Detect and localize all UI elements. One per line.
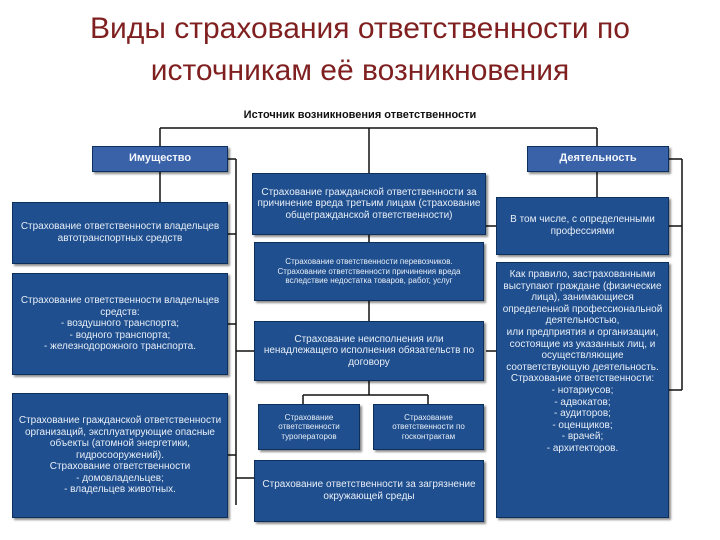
center-box-tour-operators: Страхование ответственности туроператоро… [258, 404, 360, 450]
header-activity: Деятельность [527, 146, 669, 172]
left-box-transport: Страхование ответственности владельцев с… [12, 273, 228, 375]
center-box-carriers: Страхование ответственности перевозчиков… [254, 242, 484, 301]
center-box-pollution: Страхование ответственности за загрязнен… [254, 460, 484, 522]
root-source-label: Источник возникновения ответственности [243, 109, 477, 121]
page-title: Виды страхования ответственности по исто… [90, 12, 630, 87]
header-property: Имущество [92, 146, 228, 172]
center-box-general: Страхование гражданской ответственности … [252, 173, 486, 235]
left-box-auto: Страхование ответственности владельцев а… [12, 202, 228, 264]
right-box-professional-liability: Как правило, застрахованными выступают г… [496, 262, 669, 518]
right-box-professions: В том числе, с определенными профессиями [496, 197, 669, 255]
center-box-state-contracts: Страхование ответственности по госконтра… [373, 404, 484, 450]
center-box-contracts: Страхование неисполнения или ненадлежаще… [254, 321, 484, 381]
left-box-organizations: Страхование гражданской ответственности … [12, 393, 228, 518]
